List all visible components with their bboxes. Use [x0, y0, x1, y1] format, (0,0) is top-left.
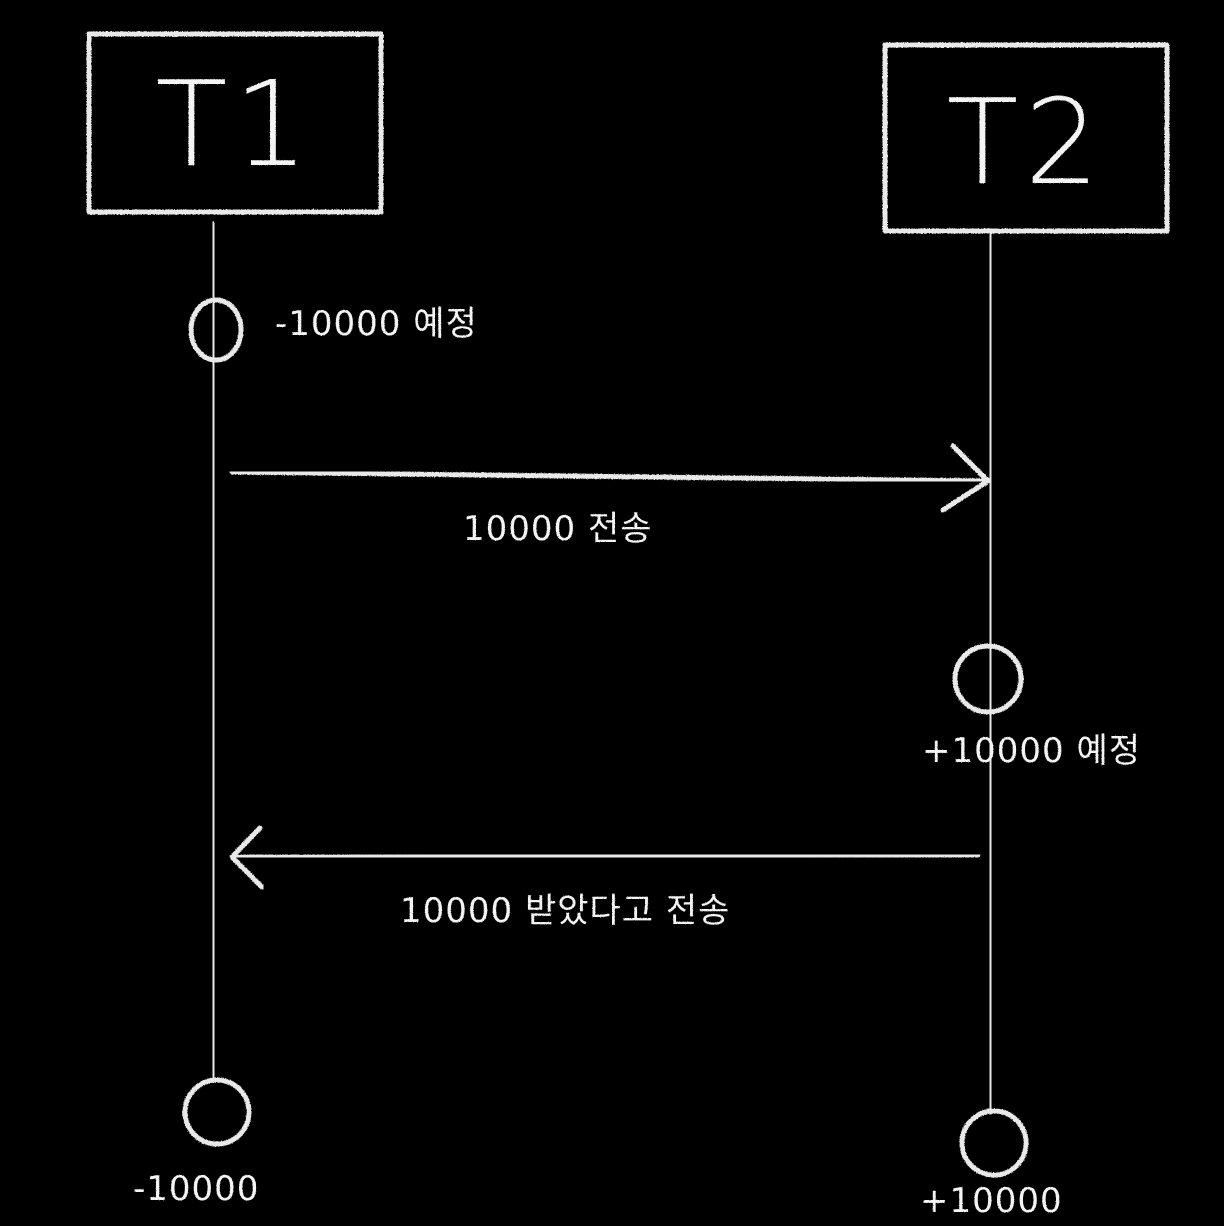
ack-note: 10000 받았다고 전송 — [400, 891, 730, 931]
participant-box-t2 — [882, 42, 1170, 234]
lifeline-t1 — [210, 221, 217, 1083]
t2-plan-note: +10000 예정 — [922, 731, 1141, 771]
t2-final-event-circle — [959, 1108, 1029, 1178]
participant-label-t2: T2 — [946, 73, 1105, 211]
t2-plan-event-circle — [952, 643, 1024, 715]
send-note: 10000 전송 — [463, 509, 653, 549]
t1-plan-note: -10000 예정 — [275, 304, 478, 344]
lifeline-t2 — [987, 232, 994, 1115]
ack-arrowhead — [229, 825, 265, 890]
t2-final-note: +10000 — [920, 1181, 1063, 1221]
t1-final-note: -10000 — [133, 1169, 259, 1209]
participant-box-t1 — [86, 31, 384, 215]
send-arrowhead — [940, 443, 991, 513]
send-arrow-line — [229, 469, 991, 484]
ack-arrow-line — [229, 852, 981, 860]
t1-final-event-circle — [182, 1077, 252, 1147]
participant-label-t1: T1 — [155, 55, 314, 193]
t1-plan-event-circle — [188, 297, 244, 363]
